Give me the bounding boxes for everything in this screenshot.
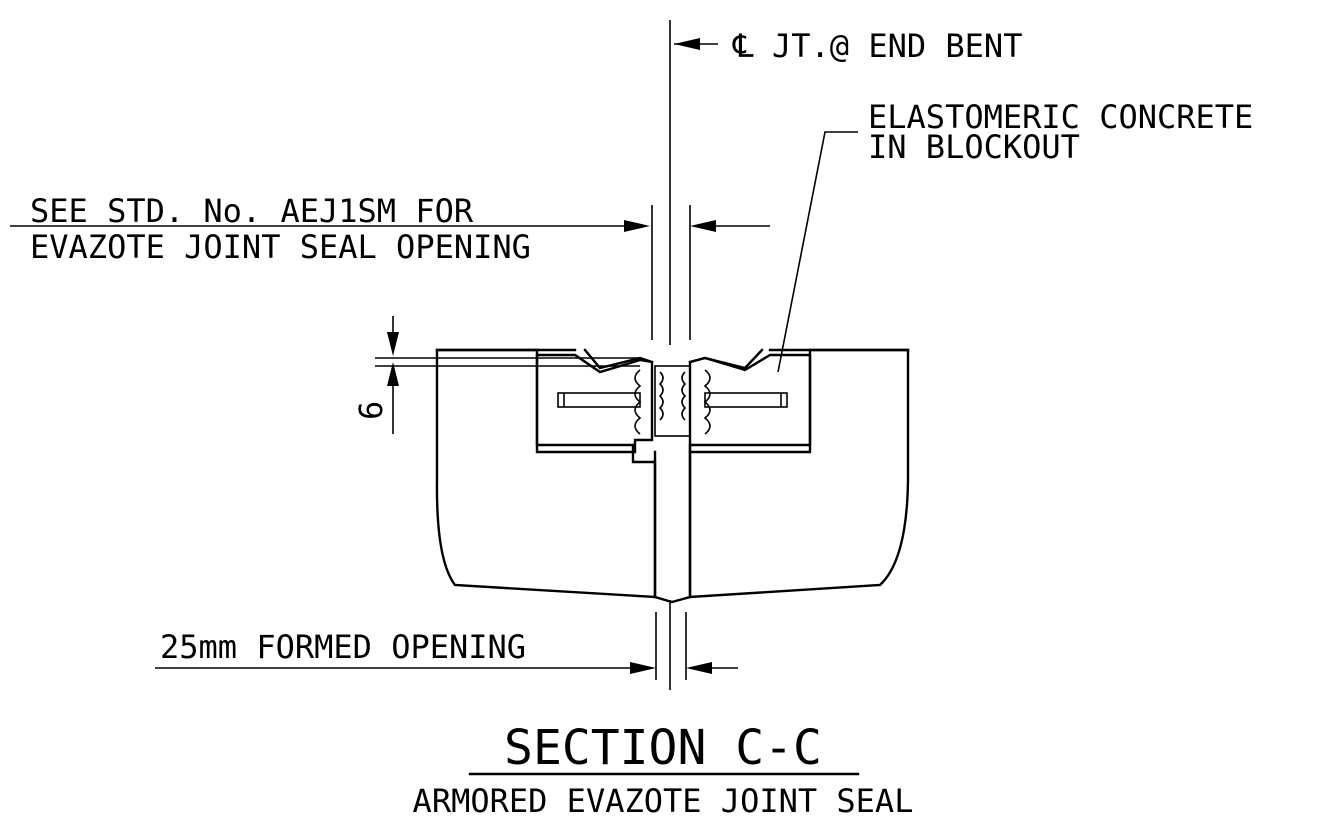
seal-opening-dimension [651, 205, 770, 340]
section-title: SECTION C-C [504, 720, 822, 776]
left-blockout [535, 348, 654, 454]
evazote-seal [654, 365, 691, 437]
elastomeric-label-line1: ELASTOMERIC CONCRETE [868, 98, 1253, 136]
joint-bottom [653, 595, 692, 604]
elastomeric-leader [777, 131, 858, 373]
left-slab [435, 348, 657, 599]
section-subtitle: ARMORED EVAZOTE JOINT SEAL [413, 782, 914, 820]
std-reference-line1: SEE STD. No. AEJ1SM FOR [30, 192, 474, 230]
right-slab [688, 348, 910, 599]
centerline-leader [674, 38, 718, 50]
centerline-label: JT.@ END BENT [772, 27, 1022, 65]
elastomeric-label-line2: IN BLOCKOUT [868, 128, 1080, 166]
std-arrow-left [624, 220, 650, 232]
std-reference-line2: EVAZOTE JOINT SEAL OPENING [30, 228, 531, 266]
right-blockout [688, 348, 812, 454]
dimension-6 [375, 316, 640, 434]
dimension-6-label: 6 [352, 401, 390, 420]
formed-opening-dimension [155, 612, 738, 680]
centerline-symbol: ℄ [732, 27, 754, 65]
formed-opening-label: 25mm FORMED OPENING [160, 628, 526, 666]
